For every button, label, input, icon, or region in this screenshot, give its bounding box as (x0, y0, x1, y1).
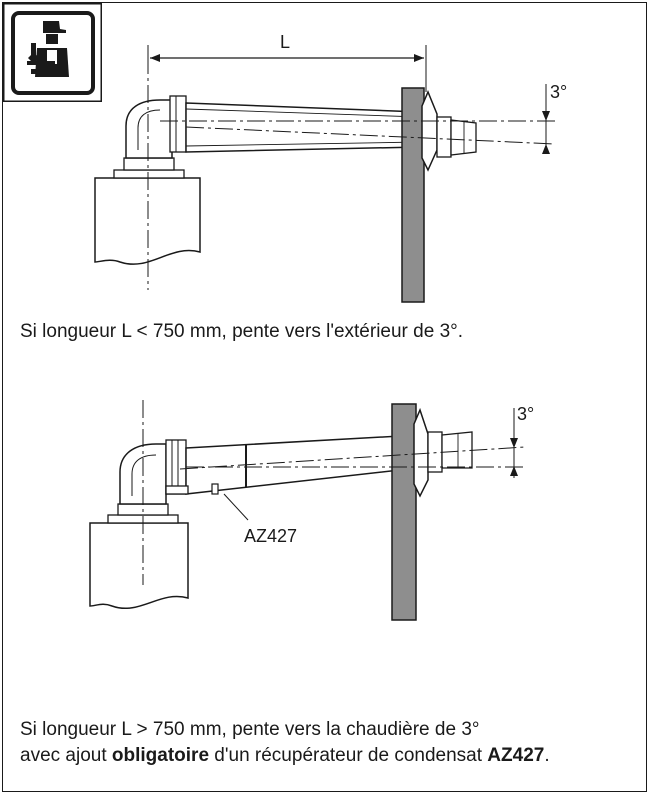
elbow-fitting (125, 99, 173, 159)
part-label: AZ427 (244, 526, 297, 546)
length-label: L (280, 32, 290, 52)
flue-terminal (450, 119, 477, 156)
wall-section (401, 87, 425, 303)
installer-technician-icon (3, 3, 102, 102)
condensate-trap (211, 483, 219, 495)
caption-long-flue: Si longueur L > 750 mm, pente vers la ch… (20, 717, 550, 769)
caption-short-flue: Si longueur L < 750 mm, pente vers l'ext… (20, 321, 464, 342)
diagram-long-flue: 3° AZ427 (89, 400, 534, 621)
caption-line-2: avec ajout obligatoire d'un récupérateur… (20, 745, 550, 766)
boiler-block (94, 177, 201, 265)
caption-line-1: Si longueur L > 750 mm, pente vers la ch… (20, 719, 480, 740)
angle-label: 3° (550, 82, 567, 102)
angle-label-2: 3° (517, 404, 534, 424)
diagram-short-flue: L 3° (94, 32, 567, 303)
